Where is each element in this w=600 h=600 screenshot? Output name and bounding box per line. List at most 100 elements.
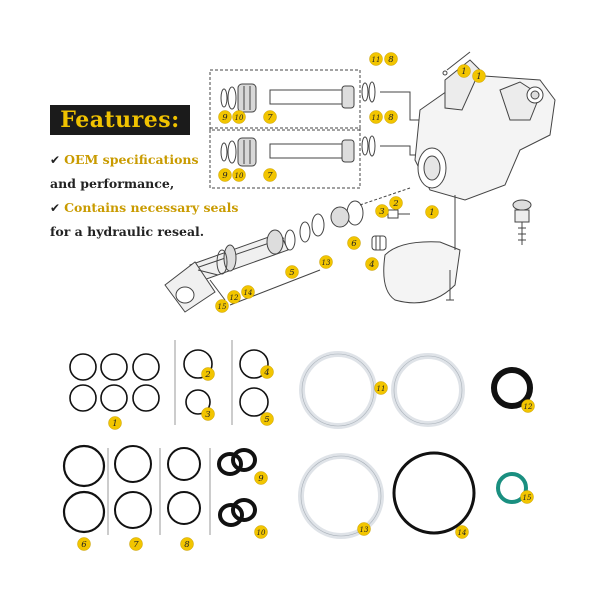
ring-part (227, 86, 237, 110)
part-number-label: 12 (230, 294, 239, 302)
part-number-label: 3 (205, 410, 210, 420)
part-number-badge: 11 (369, 52, 383, 66)
o-ring (69, 384, 97, 412)
hydraulic-cylinder-diagram (164, 51, 556, 313)
part-number-label: 13 (322, 259, 331, 267)
part-number-label: 6 (81, 540, 87, 550)
part-number-badge: 9 (254, 471, 268, 485)
ring-part (368, 135, 376, 157)
part-number-label: 7 (267, 171, 273, 181)
part-number-badge: 10 (232, 168, 246, 182)
small-fitting (387, 209, 399, 219)
part-number-badge: 14 (241, 285, 255, 299)
part-number-badge: 4 (260, 365, 274, 379)
part-number-badge: 15 (215, 299, 229, 313)
part-number-badge: 5 (260, 412, 274, 426)
part-number-label: 9 (222, 113, 228, 123)
o-ring (62, 490, 106, 534)
part-number-label: 1 (476, 72, 481, 82)
o-ring (114, 445, 152, 483)
part-number-label: 1 (112, 419, 117, 429)
part-number-label: 10 (257, 529, 266, 537)
part-number-label: 2 (204, 370, 210, 380)
part-number-badge: 12 (521, 399, 535, 413)
ring-part (284, 229, 296, 251)
feature-item-oem: ✔OEM specifications and performance, (50, 148, 199, 195)
part-number-label: 5 (289, 268, 294, 278)
part-number-label: 11 (377, 385, 386, 393)
part-number-label: 9 (258, 474, 264, 484)
part-number-label: 13 (360, 526, 369, 534)
o-ring (167, 491, 201, 525)
part-number-label: 2 (392, 199, 398, 209)
backup-ring (298, 453, 384, 539)
part-number-label: 10 (235, 172, 244, 180)
wiper-seal (491, 367, 533, 409)
ring-part (368, 81, 376, 103)
o-ring (100, 384, 128, 412)
part-number-label: 4 (263, 368, 269, 378)
part-number-label: 14 (244, 289, 253, 297)
part-number-label: 5 (264, 415, 269, 425)
part-number-badge: 1 (457, 64, 471, 78)
part-number-badge: 13 (357, 522, 371, 536)
backup-ring (299, 351, 377, 429)
part-number-badge: 15 (520, 490, 534, 504)
part-number-badge: 12 (227, 290, 241, 304)
feature-highlight: Contains necessary seals (64, 200, 239, 215)
part-number-label: 9 (222, 171, 228, 181)
lower-body (383, 241, 461, 304)
part-number-badge: 3 (375, 204, 389, 218)
ring-part (299, 221, 311, 243)
part-number-label: 12 (524, 403, 533, 411)
part-number-label: 7 (133, 540, 139, 550)
part-number-badge: 5 (285, 265, 299, 279)
part-number-badge: 9 (218, 110, 232, 124)
part-number-badge: 2 (389, 196, 403, 210)
quad-ring (218, 503, 244, 527)
o-ring-large (392, 451, 476, 535)
piston-part (237, 137, 257, 167)
seal-rings (62, 349, 533, 539)
part-number-badge: 1 (425, 205, 439, 219)
o-ring (69, 353, 97, 381)
part-number-badge: 10 (254, 525, 268, 539)
part-number-label: 8 (388, 55, 394, 65)
diagram-box-upper (209, 69, 361, 131)
feature-highlight: OEM specifications (64, 152, 199, 167)
part-number-badge: 4 (365, 257, 379, 271)
ring-part (361, 82, 369, 102)
o-ring (114, 491, 152, 529)
part-number-badge: 7 (263, 110, 277, 124)
quad-ring (231, 498, 257, 522)
part-number-label: 10 (235, 114, 244, 122)
check-icon: ✔ (50, 201, 61, 215)
part-number-badge: 2 (201, 367, 215, 381)
part-number-badge: 8 (384, 110, 398, 124)
part-number-label: 15 (523, 494, 532, 502)
diagram-box-lower (209, 127, 361, 189)
part-number-badge: 14 (455, 525, 469, 539)
part-number-badge: 7 (129, 537, 143, 551)
part-number-label: 15 (218, 303, 227, 311)
part-number-label: 7 (267, 113, 273, 123)
part-number-label: 4 (368, 260, 374, 270)
o-ring (132, 384, 160, 412)
part-number-label: 8 (388, 113, 394, 123)
part-number-badge: 7 (263, 168, 277, 182)
quad-ring (231, 448, 257, 472)
part-number-badge: 10 (232, 110, 246, 124)
ring-part (220, 142, 228, 162)
rod-part (269, 89, 346, 105)
o-ring (167, 447, 201, 481)
o-ring (185, 389, 211, 415)
part-number-label: 8 (184, 540, 190, 550)
o-ring (62, 444, 106, 488)
quad-ring (217, 452, 243, 476)
part-number-badge: 11 (374, 381, 388, 395)
ring-part (220, 88, 228, 108)
o-ring (132, 353, 160, 381)
o-ring-teal (496, 472, 528, 504)
